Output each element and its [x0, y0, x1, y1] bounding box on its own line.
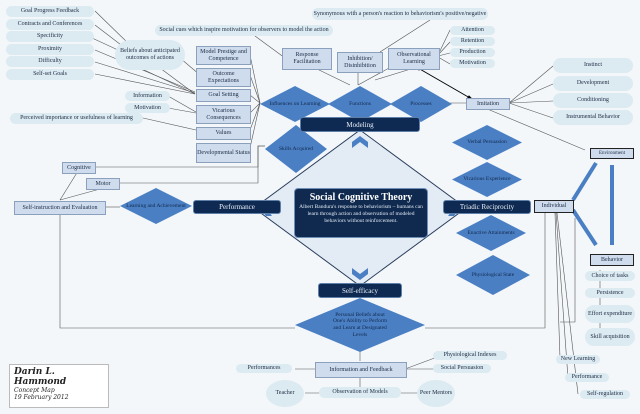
- skill-acquisition-pill: Skill acquisition: [585, 328, 635, 346]
- performances-pill: Performances: [236, 364, 292, 373]
- enactive-attainments-diamond: Enactive Attainments: [456, 215, 526, 251]
- center-description: Albert Bandura's response to behaviorism…: [299, 204, 423, 224]
- map-date: 19 February 2012: [14, 394, 69, 401]
- goal-setting-box: Goal Setting: [196, 89, 251, 102]
- map-subtitle: Concept Map: [14, 387, 55, 394]
- influences-diamond: Influences on Learning: [260, 86, 330, 122]
- center-title: Social Cognitive Theory: [309, 192, 413, 203]
- contracts-conferences-pill: Contracts and Conferences: [6, 19, 94, 30]
- developmental-status-box: Developmental Status: [196, 143, 251, 163]
- performance-hub: Performance: [193, 200, 281, 214]
- social-persuasion-pill: Social Persuasion: [433, 364, 491, 373]
- attention-pill: Attention: [450, 26, 495, 35]
- functions-diamond: Functions: [328, 86, 392, 122]
- inhibition-box: Inhibition/ Disinhibition: [337, 52, 383, 73]
- observation-models-pill: Observation of Models: [319, 387, 401, 398]
- physiological-state-diamond: Physiological State: [456, 255, 530, 295]
- self-regulation-pill: Self-regulation: [580, 390, 630, 399]
- new-learning-pill: New Learning: [556, 355, 600, 364]
- physiological-indexes-pill: Physiological Indexes: [433, 351, 507, 360]
- specificity-pill: Specificity: [6, 31, 94, 42]
- instinct-pill: Instinct: [553, 58, 633, 73]
- goal-progress-feedback-pill: Goal Progress Feedback: [6, 6, 94, 17]
- individual-box: Individual: [534, 200, 574, 213]
- motor-box: Motor: [86, 178, 120, 190]
- self-instruction-box: Self-instruction and Evaluation: [14, 201, 106, 215]
- triadic-reciprocity-hub: Triadic Reciprocity: [443, 200, 531, 214]
- peer-mentors-circle: Peer Mentors: [417, 380, 455, 407]
- effort-expenditure-pill: Effort expenditure: [585, 305, 635, 323]
- difficulty-pill: Difficulty: [6, 56, 94, 67]
- skills-diamond: Skills Acquired: [265, 125, 327, 173]
- imitation-box: Imitation: [466, 98, 510, 110]
- conditioning-pill: Conditioning: [553, 93, 633, 108]
- social-cues-pill: Social cues which inspire motivation for…: [155, 25, 333, 36]
- model-prestige-box: Model Prestige and Competence: [196, 46, 251, 65]
- personal-beliefs-diamond: Personal Beliefs about One's Ability to …: [295, 298, 425, 352]
- motivation-pill: Motivation: [125, 103, 170, 113]
- values-box: Values: [196, 127, 251, 140]
- cognitive-box: Cognitive: [62, 162, 96, 174]
- response-facilitation-box: Response Facilitation: [282, 48, 332, 70]
- outcome-expectations-box: Outcome Expectations: [196, 68, 251, 87]
- information-pill: Information: [125, 91, 170, 101]
- beliefs-outcomes-pill: Beliefs about anticipated outcomes of ac…: [115, 40, 185, 70]
- observational-learning-box: Observational Learning: [388, 48, 440, 70]
- retention-pill: Retention: [450, 37, 495, 46]
- choice-of-tasks-pill: Choice of tasks: [585, 271, 635, 281]
- persistence-pill: Persistence: [585, 288, 635, 298]
- verbal-persuasion-diamond: Verbal Persuasion: [452, 125, 522, 160]
- processes-diamond: Processes: [390, 86, 452, 122]
- info-feedback-box: Information and Feedback: [315, 362, 407, 378]
- performance-individual-pill: Performance: [565, 373, 609, 382]
- vicarious-consequences-box: Vicarious Consequences: [196, 105, 251, 124]
- motivation-process-pill: Motivation: [450, 59, 495, 68]
- signature-card: Darin L. Hammond Concept Map 19 February…: [9, 364, 109, 408]
- teacher-circle: Teacher: [266, 380, 304, 407]
- environment-box: Environment: [590, 148, 634, 159]
- instrumental-behavior-pill: Instrumental Behavior: [553, 110, 633, 125]
- learning-achievement-diamond: Learning and Achievement: [120, 188, 192, 224]
- center-title-card: Social Cognitive Theory Albert Bandura's…: [294, 188, 428, 238]
- self-efficacy-hub: Self-efficacy: [318, 283, 402, 298]
- author-name: Darin L. Hammond: [14, 367, 67, 387]
- behavior-box: Behavior: [590, 254, 634, 266]
- proximity-pill: Proximity: [6, 44, 94, 55]
- development-pill: Development: [553, 76, 633, 91]
- production-pill: Production: [450, 48, 495, 57]
- vicarious-experience-diamond: Vicarious Experience: [452, 162, 522, 197]
- modeling-hub: Modeling: [300, 117, 420, 132]
- synonymous-pill: Synonymous with a person's reaction to b…: [312, 8, 488, 20]
- perceived-importance-pill: Perceived importance or usefulness of le…: [10, 113, 143, 124]
- self-set-goals-pill: Self-set Goals: [6, 69, 94, 80]
